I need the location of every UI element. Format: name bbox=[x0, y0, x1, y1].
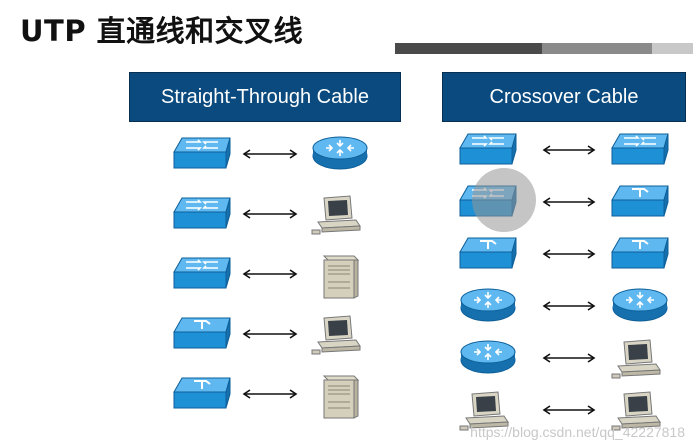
title-bar-light bbox=[652, 43, 693, 54]
server-icon bbox=[322, 255, 360, 299]
l3switch-icon bbox=[611, 185, 669, 217]
crossover-header: Crossover Cable bbox=[442, 72, 686, 122]
double-arrow-icon bbox=[542, 249, 596, 259]
slide-title: UTP 直通线和交叉线 bbox=[20, 14, 304, 48]
double-arrow-icon bbox=[542, 145, 596, 155]
title-bar-mid bbox=[542, 43, 652, 54]
router-icon bbox=[312, 136, 368, 170]
router-icon bbox=[460, 340, 516, 374]
l3switch-icon bbox=[173, 377, 231, 409]
switch-icon bbox=[459, 133, 517, 165]
router-icon bbox=[460, 288, 516, 322]
switch-icon bbox=[173, 257, 231, 289]
router-icon bbox=[612, 288, 668, 322]
double-arrow-icon bbox=[242, 389, 298, 399]
cursor-highlight bbox=[472, 168, 536, 232]
double-arrow-icon bbox=[242, 209, 298, 219]
straight-through-header: Straight-Through Cable bbox=[129, 72, 401, 122]
pc-icon bbox=[611, 339, 661, 379]
switch-icon bbox=[173, 137, 231, 169]
double-arrow-icon bbox=[242, 269, 298, 279]
double-arrow-icon bbox=[542, 197, 596, 207]
watermark: https://blog.csdn.net/qq_42227818 bbox=[470, 424, 685, 440]
double-arrow-icon bbox=[542, 301, 596, 311]
switch-icon bbox=[173, 197, 231, 229]
double-arrow-icon bbox=[242, 329, 298, 339]
switch-icon bbox=[611, 133, 669, 165]
pc-icon bbox=[311, 315, 361, 355]
title-bar-dark bbox=[395, 43, 542, 54]
l3switch-icon bbox=[173, 317, 231, 349]
pc-icon bbox=[611, 391, 661, 431]
double-arrow-icon bbox=[242, 149, 298, 159]
pc-icon bbox=[459, 391, 509, 431]
double-arrow-icon bbox=[542, 405, 596, 415]
pc-icon bbox=[311, 195, 361, 235]
l3switch-icon bbox=[611, 237, 669, 269]
double-arrow-icon bbox=[542, 353, 596, 363]
server-icon bbox=[322, 375, 360, 419]
l3switch-icon bbox=[459, 237, 517, 269]
